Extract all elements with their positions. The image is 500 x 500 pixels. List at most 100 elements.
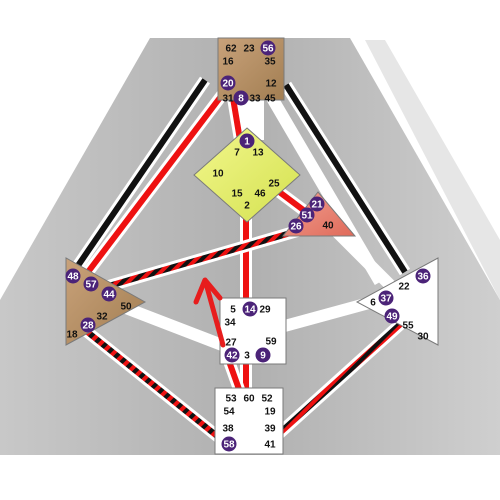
gate-badge bbox=[260, 40, 276, 56]
gate-41: 41 bbox=[264, 440, 276, 451]
gate-label: 14 bbox=[244, 305, 256, 316]
gate-label: 42 bbox=[226, 351, 238, 362]
gate-54: 54 bbox=[223, 407, 235, 418]
gate-badge bbox=[83, 276, 99, 292]
gate-label: 33 bbox=[249, 94, 261, 105]
gate-50: 50 bbox=[120, 302, 132, 313]
gate-39: 39 bbox=[264, 424, 276, 435]
gate-label: 8 bbox=[238, 94, 244, 105]
gate-label: 18 bbox=[66, 330, 78, 341]
gate-badge bbox=[384, 308, 400, 324]
gate-16: 16 bbox=[222, 57, 234, 68]
gate-3: 3 bbox=[244, 351, 250, 362]
gate-6: 6 bbox=[370, 298, 376, 309]
gate-label: 26 bbox=[290, 222, 302, 233]
gate-20: 20 bbox=[220, 75, 236, 91]
gate-label: 52 bbox=[261, 394, 273, 405]
gate-label: 56 bbox=[262, 44, 274, 55]
arrow-layer bbox=[193, 277, 226, 348]
gate-1: 1 bbox=[239, 133, 255, 149]
gate-55: 55 bbox=[402, 321, 414, 332]
gate-badge bbox=[101, 286, 117, 302]
gate-44: 44 bbox=[101, 286, 117, 302]
channel-spleen-root bbox=[81, 325, 226, 445]
gate-34: 34 bbox=[224, 318, 236, 329]
gate-21: 21 bbox=[309, 196, 325, 212]
gate-badge bbox=[299, 207, 315, 223]
gate-label: 37 bbox=[380, 294, 392, 305]
gate-label: 41 bbox=[264, 440, 276, 451]
gate-label: 15 bbox=[231, 189, 243, 200]
gate-label: 34 bbox=[224, 318, 236, 329]
gate-label: 50 bbox=[120, 302, 132, 313]
gate-badge bbox=[220, 75, 236, 91]
gate-13: 13 bbox=[252, 148, 264, 159]
channel-ego-spleen bbox=[93, 219, 320, 296]
gate-label: 60 bbox=[243, 394, 255, 405]
gate-label: 39 bbox=[264, 424, 276, 435]
gate-badge bbox=[242, 301, 258, 317]
gate-badge bbox=[80, 317, 96, 333]
gate-label: 59 bbox=[265, 337, 277, 348]
channel-ajna-throat-left bbox=[227, 97, 246, 141]
gate-48: 48 bbox=[65, 268, 81, 284]
gate-23: 23 bbox=[243, 44, 255, 55]
gate-45: 45 bbox=[264, 94, 276, 105]
channel-ajna-spleen bbox=[83, 91, 227, 276]
gate-25: 25 bbox=[268, 179, 280, 190]
gate-label: 9 bbox=[260, 351, 266, 362]
gate-60: 60 bbox=[243, 394, 255, 405]
gate-label: 46 bbox=[254, 189, 266, 200]
gate-49: 49 bbox=[384, 308, 400, 324]
gate-37: 37 bbox=[378, 290, 394, 306]
gate-30: 30 bbox=[417, 332, 429, 343]
gate-51: 51 bbox=[299, 207, 315, 223]
gate-label: 48 bbox=[67, 272, 79, 283]
gate-28: 28 bbox=[80, 317, 96, 333]
gate-label: 27 bbox=[225, 338, 237, 349]
gate-label: 7 bbox=[234, 148, 240, 159]
gate-36: 36 bbox=[415, 268, 431, 284]
gate-9: 9 bbox=[255, 347, 271, 363]
throat-shape bbox=[193, 127, 301, 223]
gate-58: 58 bbox=[221, 436, 237, 452]
gate-33: 33 bbox=[249, 94, 261, 105]
gate-label: 31 bbox=[222, 94, 234, 105]
gate-label: 40 bbox=[322, 221, 334, 232]
gate-badge bbox=[65, 268, 81, 284]
gate-label: 44 bbox=[103, 290, 115, 301]
gate-label: 2 bbox=[244, 201, 250, 212]
gate-label: 13 bbox=[252, 148, 264, 159]
gate-label: 3 bbox=[244, 351, 250, 362]
gate-label: 21 bbox=[311, 200, 323, 211]
gate-26: 26 bbox=[288, 218, 304, 234]
gate-label: 49 bbox=[386, 312, 398, 323]
channel-ajna-spleen-outer bbox=[70, 76, 210, 274]
gate-label: 53 bbox=[225, 394, 237, 405]
gate-53: 53 bbox=[225, 394, 237, 405]
gate-29: 29 bbox=[259, 305, 271, 316]
gate-badge bbox=[239, 133, 255, 149]
gate-14: 14 bbox=[242, 301, 258, 317]
gate-2: 2 bbox=[244, 201, 250, 212]
gate-label: 20 bbox=[222, 79, 234, 90]
gate-22: 22 bbox=[398, 282, 410, 293]
gate-27: 27 bbox=[225, 338, 237, 349]
gate-56: 56 bbox=[260, 40, 276, 56]
gate-12: 12 bbox=[265, 79, 277, 90]
gate-label: 19 bbox=[264, 407, 276, 418]
gate-label: 1 bbox=[244, 137, 250, 148]
gate-59: 59 bbox=[265, 337, 277, 348]
gate-18: 18 bbox=[66, 330, 78, 341]
gate-19: 19 bbox=[264, 407, 276, 418]
gate-badge bbox=[233, 90, 249, 106]
gate-label: 45 bbox=[264, 94, 276, 105]
gate-31: 31 bbox=[222, 94, 234, 105]
